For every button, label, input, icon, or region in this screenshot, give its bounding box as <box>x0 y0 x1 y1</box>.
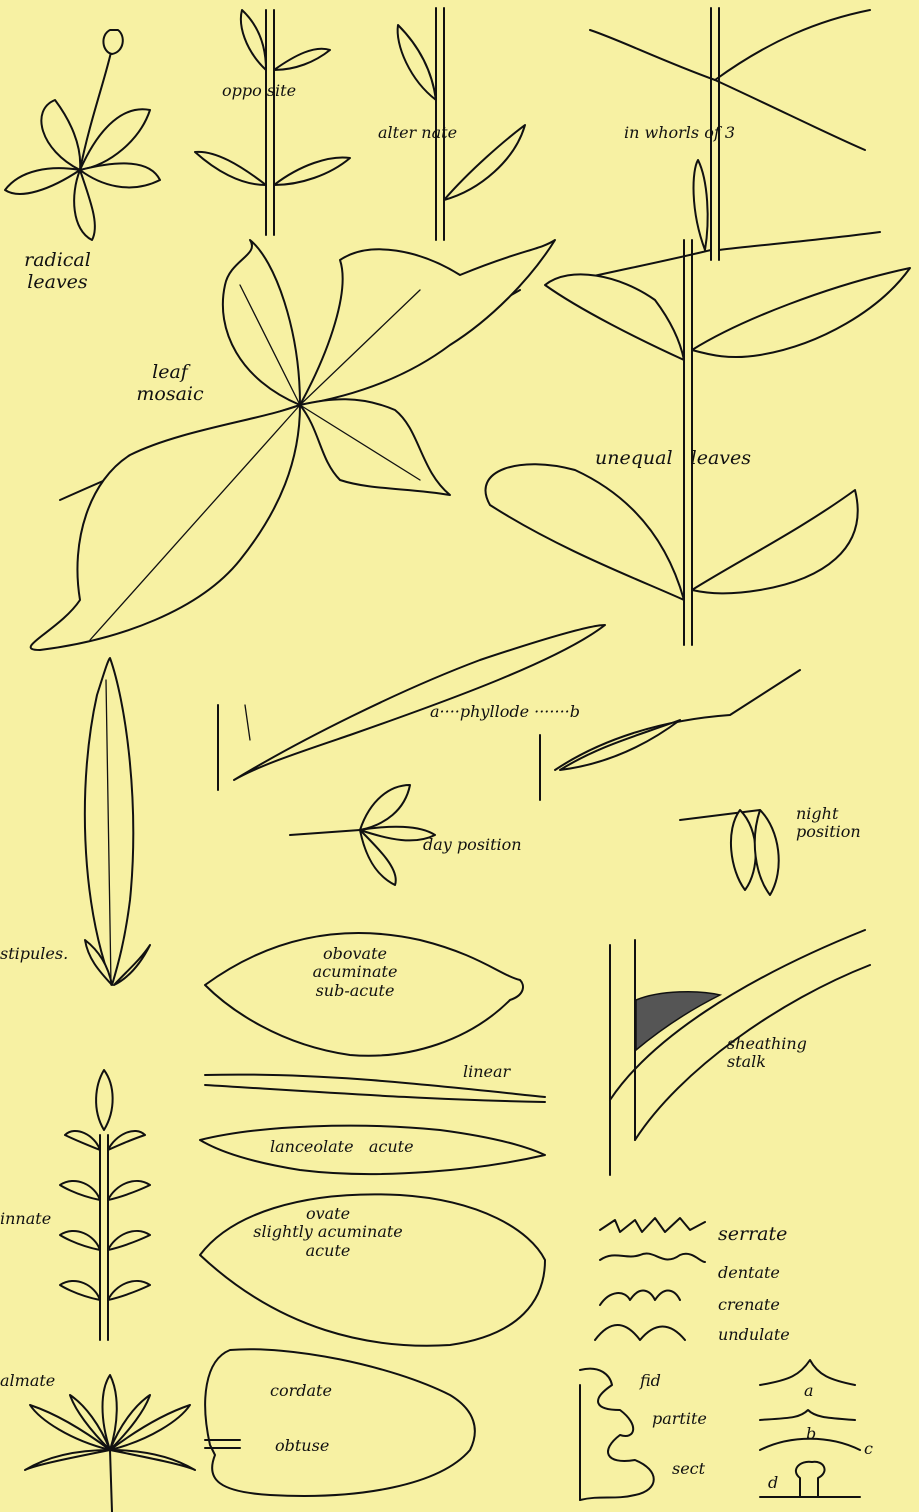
phyllode-b-drawing <box>540 670 800 800</box>
whorl-leaves-drawing <box>585 8 880 278</box>
label-sect: sect <box>672 1460 705 1478</box>
cordate-leaf-drawing <box>205 1349 475 1496</box>
label-cordate: cordate <box>270 1382 332 1400</box>
label-b: b <box>806 1425 816 1443</box>
label-stipules: stipules. <box>0 945 68 963</box>
label-fid: fid <box>640 1372 661 1390</box>
label-radical-leaves: radical leaves <box>15 250 100 294</box>
label-whorls: in whorls of 3 <box>624 124 735 142</box>
label-sheathing-stalk: sheathing stalk <box>727 1035 807 1072</box>
stipule-leaf-drawing <box>85 658 150 985</box>
label-obtuse: obtuse <box>275 1437 329 1455</box>
radical-leaves-drawing <box>5 30 160 240</box>
day-position-drawing <box>290 785 435 885</box>
label-c: c <box>864 1440 873 1458</box>
label-unequal-leaves: unequal leaves <box>595 448 751 470</box>
leaf-mosaic-drawing <box>31 240 555 650</box>
label-opposite: oppo site <box>222 82 296 100</box>
label-leaf-mosaic: leaf mosaic <box>120 362 220 406</box>
label-serrate: serrate <box>718 1224 787 1246</box>
label-ovate: ovate slightly acuminate acute <box>228 1205 428 1260</box>
label-obovate: obovate acuminate sub-acute <box>300 945 410 1000</box>
label-phyllode: a····phyllode ·······b <box>430 703 580 721</box>
pinnate-leaf-drawing <box>60 1070 150 1340</box>
margin-samples-drawing <box>595 1218 705 1340</box>
night-position-drawing <box>680 810 779 895</box>
label-d: d <box>768 1474 778 1492</box>
label-lanceolate: lanceolate acute <box>270 1138 414 1156</box>
unequal-leaves-drawing <box>486 240 910 645</box>
label-palmate: almate <box>0 1372 55 1390</box>
label-night-position: night position <box>796 805 861 842</box>
opposite-leaves-drawing <box>195 10 350 235</box>
palmate-leaf-drawing <box>25 1375 195 1512</box>
label-a: a <box>804 1382 814 1400</box>
label-undulate: undulate <box>718 1326 790 1344</box>
label-dentate: dentate <box>718 1264 780 1282</box>
label-day-position: day position <box>423 836 522 854</box>
label-linear: linear <box>463 1063 510 1081</box>
label-pinnate: innate <box>0 1210 51 1228</box>
label-partite: partite <box>652 1410 707 1428</box>
label-crenate: crenate <box>718 1296 780 1314</box>
label-alternate: alter nate <box>378 124 457 142</box>
